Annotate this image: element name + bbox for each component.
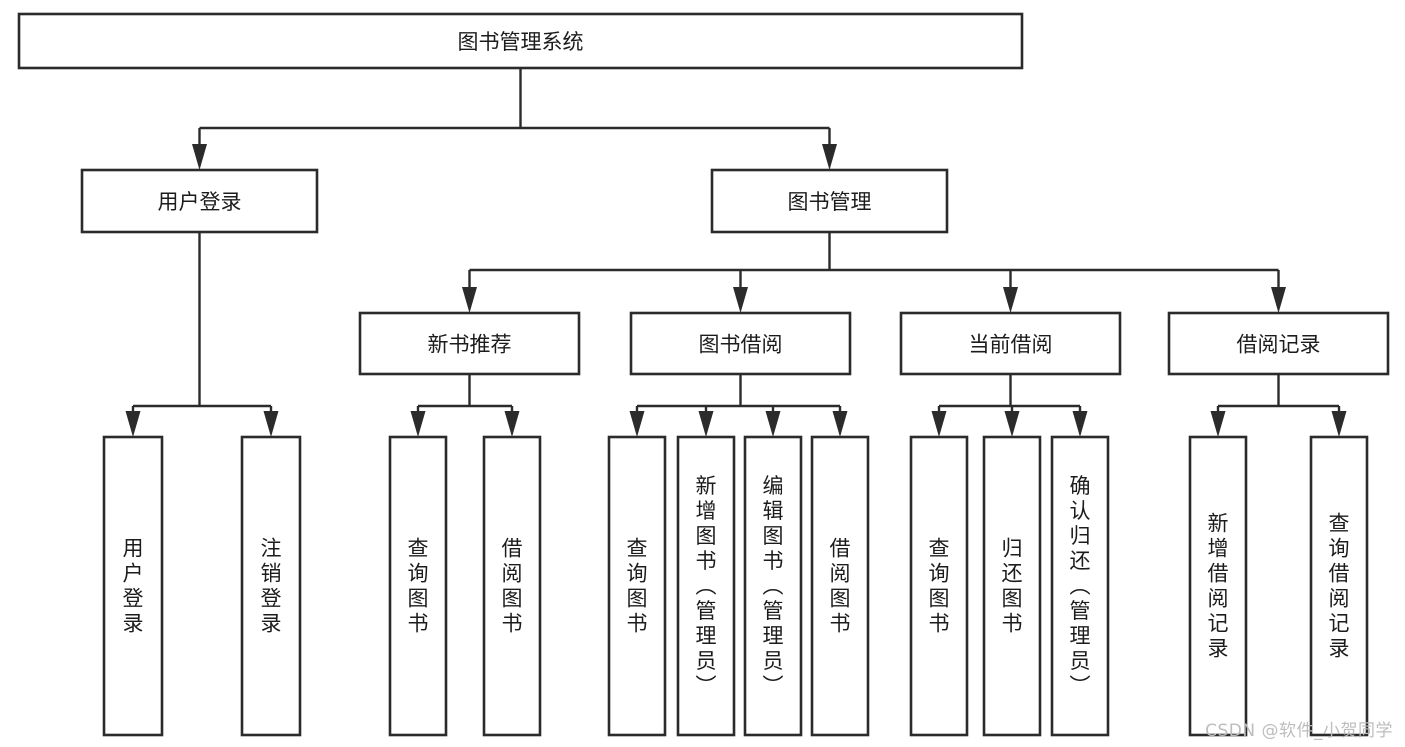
- node-leaf-query-book-2[interactable]: 查询图书: [607, 435, 667, 737]
- node-label-leaf-return-book: 归还图书: [1002, 537, 1023, 636]
- node-label-current-borrow: 当前借阅: [969, 333, 1053, 357]
- node-box-leaf-query-book-2[interactable]: [607, 435, 667, 737]
- arrow-head-icon: [733, 287, 748, 313]
- node-label-leaf-confirm-return: 确认归还︵管理员︶: [1070, 474, 1091, 698]
- node-leaf-query-record[interactable]: 查询借阅记录: [1309, 435, 1369, 737]
- node-book-manage[interactable]: 图书管理: [710, 168, 949, 234]
- node-label-leaf-logout: 注销登录: [261, 537, 282, 636]
- node-new-book-recommend[interactable]: 新书推荐: [358, 311, 581, 376]
- node-box-user-login[interactable]: [80, 168, 319, 234]
- node-user-login[interactable]: 用户登录: [80, 168, 319, 234]
- connector-group-new-book-recommend: [410, 374, 520, 437]
- node-label-user-login: 用户登录: [158, 190, 242, 214]
- node-box-leaf-query-book-3[interactable]: [909, 435, 969, 737]
- node-leaf-logout[interactable]: 注销登录: [240, 435, 302, 737]
- node-leaf-return-book[interactable]: 归还图书: [982, 435, 1042, 737]
- node-box-book-borrow[interactable]: [629, 311, 852, 376]
- connector-layer: [125, 68, 1347, 437]
- node-root[interactable]: 图书管理系统: [17, 12, 1024, 70]
- arrow-head-icon: [1004, 411, 1020, 437]
- arrow-head-icon: [1210, 411, 1226, 437]
- node-leaf-borrow-book-2[interactable]: 借阅图书: [810, 435, 870, 737]
- node-leaf-add-record[interactable]: 新增借阅记录: [1188, 435, 1248, 737]
- node-leaf-query-book-3[interactable]: 查询图书: [909, 435, 969, 737]
- connector-group-root: [192, 68, 837, 170]
- connector-group-borrow-record: [1210, 374, 1347, 437]
- arrow-head-icon: [822, 144, 837, 170]
- node-label-leaf-query-record: 查询借阅记录: [1329, 512, 1350, 661]
- arrow-head-icon: [410, 411, 426, 437]
- node-label-leaf-query-book-2: 查询图书: [627, 537, 648, 636]
- node-box-leaf-user-login[interactable]: [102, 435, 164, 737]
- node-label-borrow-record: 借阅记录: [1237, 333, 1321, 357]
- node-box-leaf-borrow-book-2[interactable]: [810, 435, 870, 737]
- node-box-leaf-query-book-1[interactable]: [388, 435, 448, 737]
- node-leaf-confirm-return[interactable]: 确认归还︵管理员︶: [1050, 435, 1110, 737]
- node-box-leaf-borrow-book-1[interactable]: [482, 435, 542, 737]
- arrow-head-icon: [629, 411, 645, 437]
- csdn-watermark: CSDN @软件_小贺同学: [1205, 721, 1393, 741]
- node-box-root[interactable]: [17, 12, 1024, 70]
- node-label-root: 图书管理系统: [458, 30, 584, 54]
- node-layer: 图书管理系统用户登录图书管理新书推荐图书借阅当前借阅借阅记录用户登录注销登录查询…: [17, 12, 1390, 737]
- node-book-borrow[interactable]: 图书借阅: [629, 311, 852, 376]
- arrow-head-icon: [192, 144, 207, 170]
- arrow-head-icon: [931, 411, 947, 437]
- arrow-head-icon: [263, 411, 279, 437]
- node-label-leaf-borrow-book-1: 借阅图书: [502, 537, 523, 636]
- node-label-leaf-user-login: 用户登录: [123, 537, 144, 636]
- node-label-leaf-add-record: 新增借阅记录: [1208, 512, 1229, 661]
- arrow-head-icon: [1003, 287, 1018, 313]
- node-box-leaf-edit-book[interactable]: [743, 435, 803, 737]
- node-box-new-book-recommend[interactable]: [358, 311, 581, 376]
- node-box-borrow-record[interactable]: [1167, 311, 1390, 376]
- connector-group-user-login: [125, 232, 279, 437]
- node-leaf-add-book[interactable]: 新增图书︵管理员︶: [676, 435, 736, 737]
- node-leaf-query-book-1[interactable]: 查询图书: [388, 435, 448, 737]
- node-box-leaf-query-record[interactable]: [1309, 435, 1369, 737]
- node-borrow-record[interactable]: 借阅记录: [1167, 311, 1390, 376]
- connector-group-book-manage: [462, 232, 1286, 313]
- arrow-head-icon: [1331, 411, 1347, 437]
- node-box-leaf-confirm-return[interactable]: [1050, 435, 1110, 737]
- arrow-head-icon: [765, 411, 781, 437]
- arrow-head-icon: [698, 411, 714, 437]
- arrow-head-icon: [504, 411, 520, 437]
- node-label-leaf-query-book-1: 查询图书: [408, 537, 429, 636]
- node-leaf-edit-book[interactable]: 编辑图书︵管理员︶: [743, 435, 803, 737]
- arrow-head-icon: [462, 287, 477, 313]
- connector-group-current-borrow: [931, 374, 1088, 437]
- node-box-leaf-add-record[interactable]: [1188, 435, 1248, 737]
- node-box-leaf-add-book[interactable]: [676, 435, 736, 737]
- node-leaf-borrow-book-1[interactable]: 借阅图书: [482, 435, 542, 737]
- connector-group-book-borrow: [629, 374, 848, 437]
- arrow-head-icon: [1072, 411, 1088, 437]
- node-box-book-manage[interactable]: [710, 168, 949, 234]
- node-label-book-borrow: 图书借阅: [699, 333, 783, 357]
- node-label-leaf-edit-book: 编辑图书︵管理员︶: [763, 474, 784, 698]
- node-box-leaf-logout[interactable]: [240, 435, 302, 737]
- node-label-new-book-recommend: 新书推荐: [428, 333, 512, 357]
- node-leaf-user-login[interactable]: 用户登录: [102, 435, 164, 737]
- arrow-head-icon: [125, 411, 141, 437]
- arrow-head-icon: [832, 411, 848, 437]
- node-label-book-manage: 图书管理: [788, 190, 872, 214]
- node-label-leaf-add-book: 新增图书︵管理员︶: [696, 474, 717, 698]
- arrow-head-icon: [1271, 287, 1286, 313]
- node-box-leaf-return-book[interactable]: [982, 435, 1042, 737]
- node-label-leaf-borrow-book-2: 借阅图书: [830, 537, 851, 636]
- node-current-borrow[interactable]: 当前借阅: [899, 311, 1122, 376]
- node-label-leaf-query-book-3: 查询图书: [929, 537, 950, 636]
- node-box-current-borrow[interactable]: [899, 311, 1122, 376]
